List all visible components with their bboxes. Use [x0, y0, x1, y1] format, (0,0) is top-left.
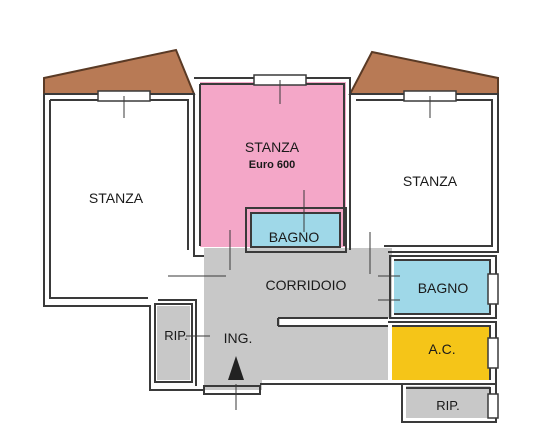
rip-bottom-label: RIP. — [436, 398, 460, 413]
ac-fill — [392, 326, 490, 380]
corridoio-label: CORRIDOIO — [266, 277, 347, 293]
terrace-right — [348, 50, 499, 95]
walls — [43, 77, 499, 423]
rip-bottom-fill — [406, 386, 490, 418]
bagno-right-fill — [394, 261, 490, 315]
corridoio-fill — [204, 248, 392, 390]
terrace-left — [43, 48, 196, 95]
stanza-left-label: STANZA — [89, 190, 144, 206]
entrance-arrow-icon — [228, 356, 244, 380]
stanza-center-label: STANZA — [245, 139, 300, 155]
stanza-center-price: Euro 600 — [249, 159, 295, 171]
ac-label: A.C. — [428, 341, 455, 357]
bagno-right-label: BAGNO — [418, 280, 469, 296]
entrance-label: ING. — [224, 330, 253, 346]
bagno-center-fill — [251, 213, 340, 248]
rip-left-fill — [157, 306, 190, 380]
stanza-right-label: STANZA — [403, 173, 458, 189]
rip-left-label: RIP. — [164, 328, 188, 343]
bagno-center-label: BAGNO — [269, 229, 320, 245]
door-lines — [123, 80, 431, 410]
